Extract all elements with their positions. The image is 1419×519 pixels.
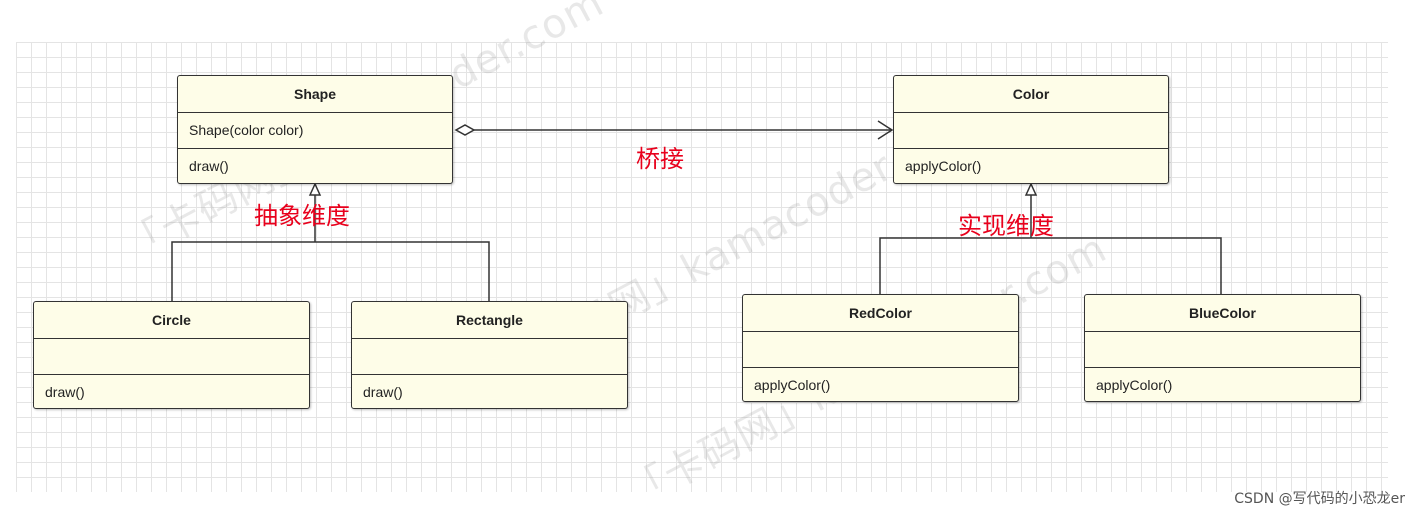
class-attribute: Shape(color color) xyxy=(178,113,452,149)
class-name: Shape xyxy=(178,76,452,113)
class-color[interactable]: Color applyColor() xyxy=(893,75,1169,184)
generalization-arrowhead xyxy=(308,182,322,196)
class-blue-color[interactable]: BlueColor applyColor() xyxy=(1084,294,1361,402)
class-attribute xyxy=(1085,332,1360,368)
abstraction-dimension-label: 抽象维度 xyxy=(254,202,350,230)
class-operation: draw() xyxy=(363,384,403,400)
aggregation-diamond xyxy=(454,124,476,136)
class-name: Color xyxy=(894,76,1168,113)
class-name: Rectangle xyxy=(352,302,627,339)
class-circle[interactable]: Circle draw() xyxy=(33,301,310,409)
class-red-color[interactable]: RedColor applyColor() xyxy=(742,294,1019,402)
class-operation: applyColor() xyxy=(905,158,982,174)
class-attribute xyxy=(894,113,1168,149)
association-arrowhead xyxy=(877,120,894,140)
class-operation: applyColor() xyxy=(754,377,831,393)
class-operation: draw() xyxy=(189,158,229,174)
class-shape[interactable]: Shape Shape(color color) draw() xyxy=(177,75,453,184)
class-rectangle[interactable]: Rectangle draw() xyxy=(351,301,628,409)
class-name: Circle xyxy=(34,302,309,339)
generalization-arrowhead xyxy=(1024,182,1038,196)
class-operation: draw() xyxy=(45,384,85,400)
class-name: RedColor xyxy=(743,295,1018,332)
source-credit: CSDN @写代码的小恐龙er xyxy=(1234,491,1405,507)
inheritance-line-circle xyxy=(171,241,490,302)
bridge-label: 桥接 xyxy=(636,145,684,173)
inheritance-line-colors xyxy=(879,237,1222,295)
class-attribute xyxy=(743,332,1018,368)
class-attribute xyxy=(34,339,309,375)
class-name: BlueColor xyxy=(1085,295,1360,332)
class-attribute xyxy=(352,339,627,375)
implementation-dimension-label: 实现维度 xyxy=(958,212,1054,240)
class-operation: applyColor() xyxy=(1096,377,1173,393)
